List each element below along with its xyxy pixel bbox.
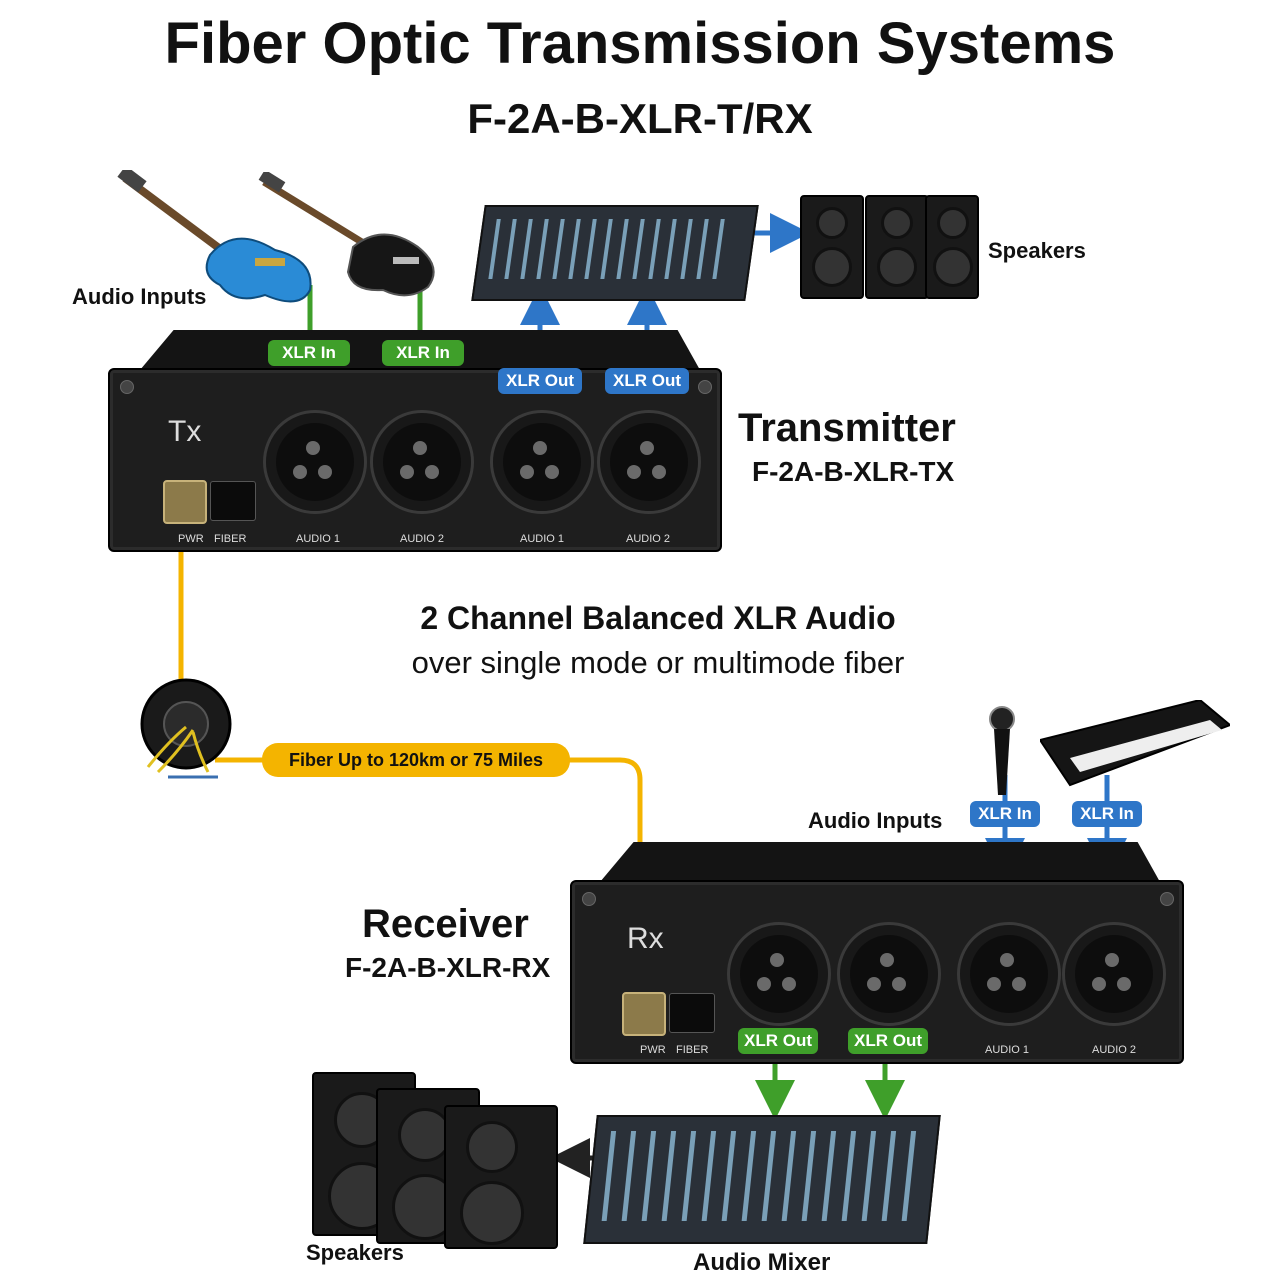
tx-panel-label: Tx bbox=[168, 415, 202, 448]
rx-xlr-in-port-1 bbox=[957, 922, 1061, 1026]
tx-fiber-slot bbox=[210, 481, 256, 521]
tx-port-label-1: AUDIO 1 bbox=[295, 533, 340, 545]
tx-xlr-in-badge-2: XLR In bbox=[382, 340, 464, 366]
rx-xlr-in-badge-2: XLR In bbox=[1072, 801, 1142, 827]
tx-audio-mixer bbox=[471, 205, 759, 301]
rx-port-label-1: AUDIO 1 bbox=[984, 1044, 1029, 1056]
rx-fiber-slot bbox=[669, 993, 715, 1033]
page-subtitle: F-2A-B-XLR-T/RX bbox=[467, 95, 813, 142]
rx-audio-inputs-label: Audio Inputs bbox=[808, 808, 943, 833]
tx-xlr-out-port-2 bbox=[597, 410, 701, 514]
rx-xlr-out-port-2 bbox=[837, 922, 941, 1026]
rx-audio-mixer-label: Audio Mixer bbox=[693, 1249, 831, 1276]
rx-speakers-label: Speakers bbox=[306, 1240, 404, 1265]
rx-panel-label: Rx bbox=[627, 922, 664, 955]
tx-led-label-fiber: FIBER bbox=[214, 533, 247, 545]
microphone-icon bbox=[989, 706, 1015, 795]
rx-xlr-out-badge-2: XLR Out bbox=[848, 1028, 928, 1054]
tagline: over single mode or multimode fiber bbox=[411, 645, 905, 680]
rx-led-label-fiber: FIBER bbox=[676, 1044, 709, 1056]
rx-xlr-out-badge-1: XLR Out bbox=[738, 1028, 818, 1054]
tx-speaker-3 bbox=[925, 195, 979, 299]
tx-port-label-3: AUDIO 1 bbox=[519, 533, 564, 545]
page-title: Fiber Optic Transmission Systems bbox=[164, 11, 1116, 76]
rx-port-label-2: AUDIO 2 bbox=[1091, 1044, 1136, 1056]
tx-speaker-1 bbox=[800, 195, 864, 299]
keyboard-icon bbox=[1040, 700, 1230, 787]
tx-speakers-label: Speakers bbox=[988, 238, 1086, 263]
tx-audio-inputs-label: Audio Inputs bbox=[72, 284, 207, 309]
tx-speaker-2 bbox=[865, 195, 929, 299]
tx-fiber-port bbox=[163, 480, 207, 524]
tx-xlr-in-port-1 bbox=[263, 410, 367, 514]
transmitter-device: Tx PWR FIBER AUDIO 1 AUDIO 2 AUDIO 1 AUD… bbox=[108, 368, 722, 552]
tx-xlr-in-port-2 bbox=[370, 410, 474, 514]
rx-speaker-3 bbox=[444, 1105, 558, 1249]
tx-port-label-4: AUDIO 2 bbox=[625, 533, 670, 545]
rx-xlr-out-port-1 bbox=[727, 922, 831, 1026]
rx-xlr-in-port-2 bbox=[1062, 922, 1166, 1026]
tx-xlr-out-badge-1: XLR Out bbox=[498, 368, 582, 394]
rx-led-label-pwr: PWR bbox=[640, 1044, 666, 1056]
tx-led-label-pwr: PWR bbox=[178, 533, 204, 545]
tx-xlr-out-badge-2: XLR Out bbox=[605, 368, 689, 394]
tx-port-label-2: AUDIO 2 bbox=[399, 533, 444, 545]
tx-xlr-in-badge-1: XLR In bbox=[268, 340, 350, 366]
bass-guitar-icon bbox=[258, 172, 435, 297]
tx-xlr-out-port-1 bbox=[490, 410, 594, 514]
fiber-distance-badge: Fiber Up to 120km or 75 Miles bbox=[262, 743, 570, 777]
transmitter-model: F-2A-B-XLR-TX bbox=[752, 456, 955, 487]
fiber-reel-icon bbox=[140, 678, 232, 779]
receiver-model: F-2A-B-XLR-RX bbox=[345, 952, 551, 983]
rx-fiber-port bbox=[622, 992, 666, 1036]
rx-audio-mixer bbox=[583, 1115, 941, 1244]
transmitter-heading: Transmitter bbox=[738, 406, 956, 450]
headline: 2 Channel Balanced XLR Audio bbox=[420, 600, 896, 636]
rx-device-top bbox=[600, 842, 1160, 882]
electric-guitar-icon bbox=[117, 170, 312, 303]
rx-xlr-in-badge-1: XLR In bbox=[970, 801, 1040, 827]
receiver-heading: Receiver bbox=[362, 902, 529, 946]
